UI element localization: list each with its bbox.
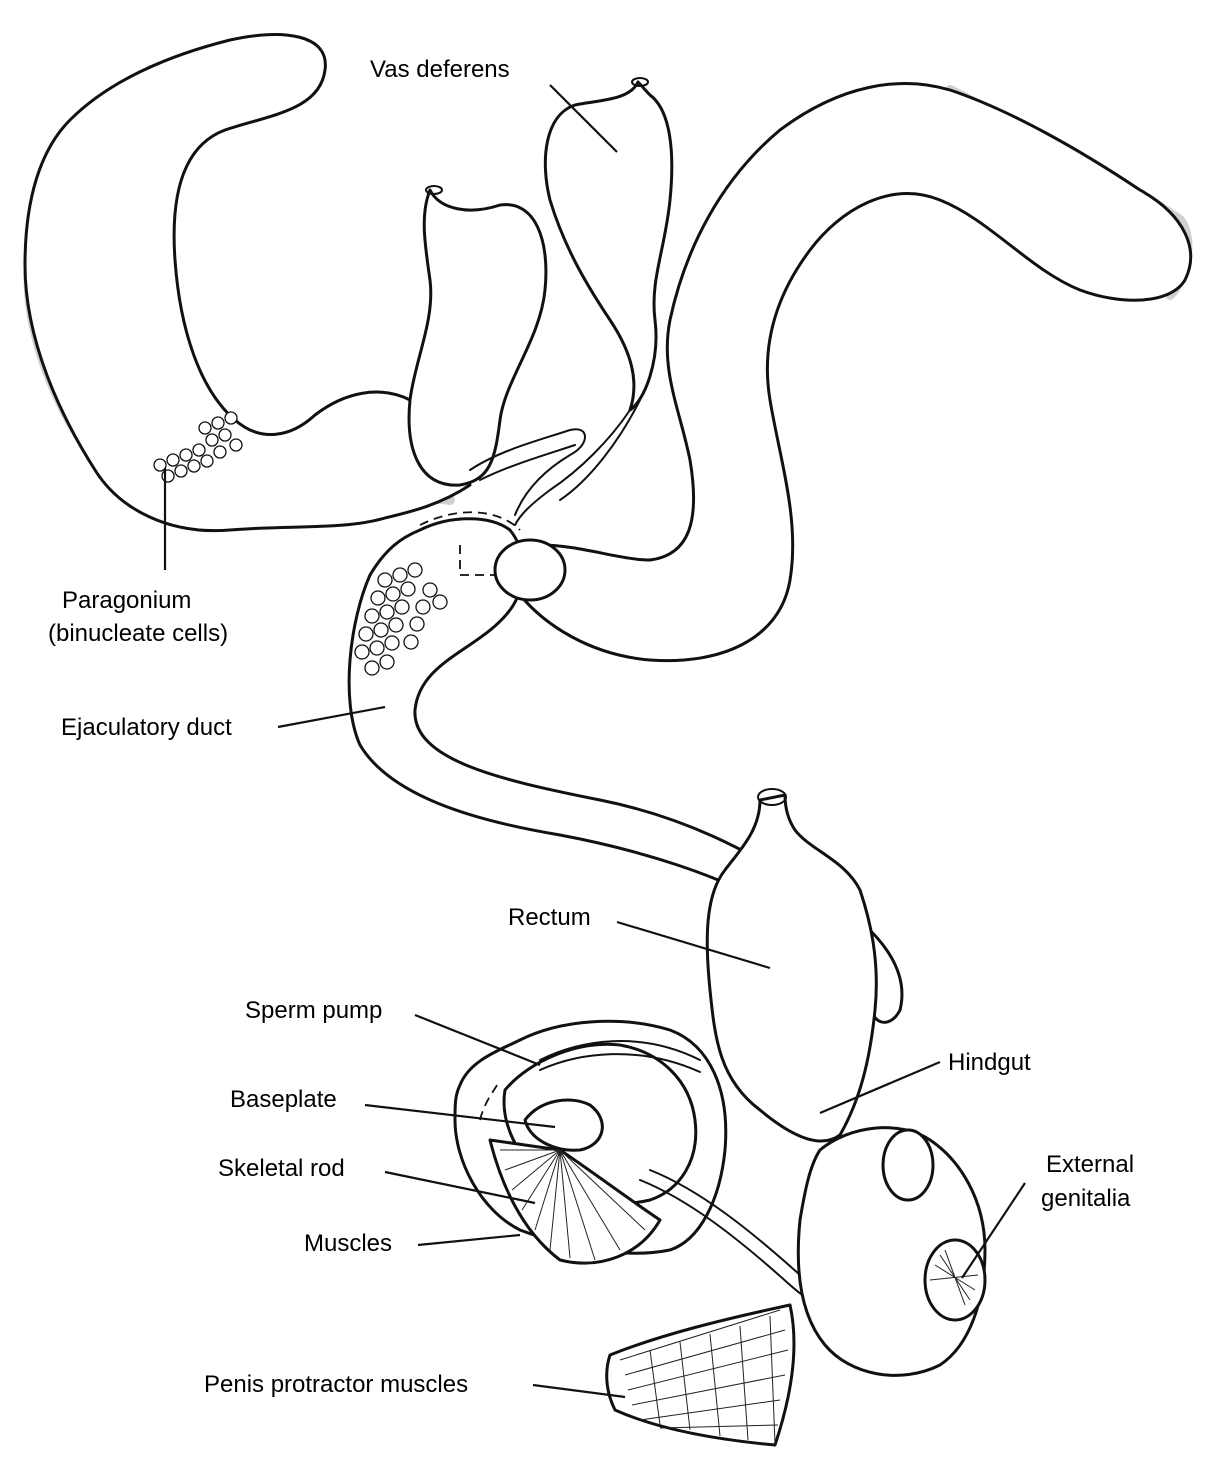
label-sperm-pump: Sperm pump bbox=[245, 997, 382, 1024]
label-penis-protractor-muscles: Penis protractor muscles bbox=[204, 1371, 468, 1398]
label-paragonium: Paragonium bbox=[62, 587, 191, 614]
penis-protractor-muscles bbox=[607, 1305, 794, 1445]
label-genitalia: genitalia bbox=[1041, 1185, 1131, 1212]
label-rectum: Rectum bbox=[508, 904, 591, 931]
label-muscles: Muscles bbox=[304, 1230, 392, 1257]
label-hindgut: Hindgut bbox=[948, 1049, 1031, 1076]
rectum bbox=[707, 789, 876, 1141]
label-external: External bbox=[1046, 1151, 1134, 1178]
label-ejaculatory-duct: Ejaculatory duct bbox=[61, 714, 232, 741]
external-genitalia bbox=[798, 1128, 985, 1376]
label-skeletal-rod: Skeletal rod bbox=[218, 1155, 345, 1182]
left-paragonium bbox=[25, 35, 470, 531]
label-paragonium-sub: (binucleate cells) bbox=[48, 620, 228, 647]
testis-left bbox=[409, 186, 546, 485]
testis-right bbox=[545, 78, 671, 410]
label-baseplate: Baseplate bbox=[230, 1086, 337, 1113]
label-vas-deferens: Vas deferens bbox=[370, 56, 510, 83]
